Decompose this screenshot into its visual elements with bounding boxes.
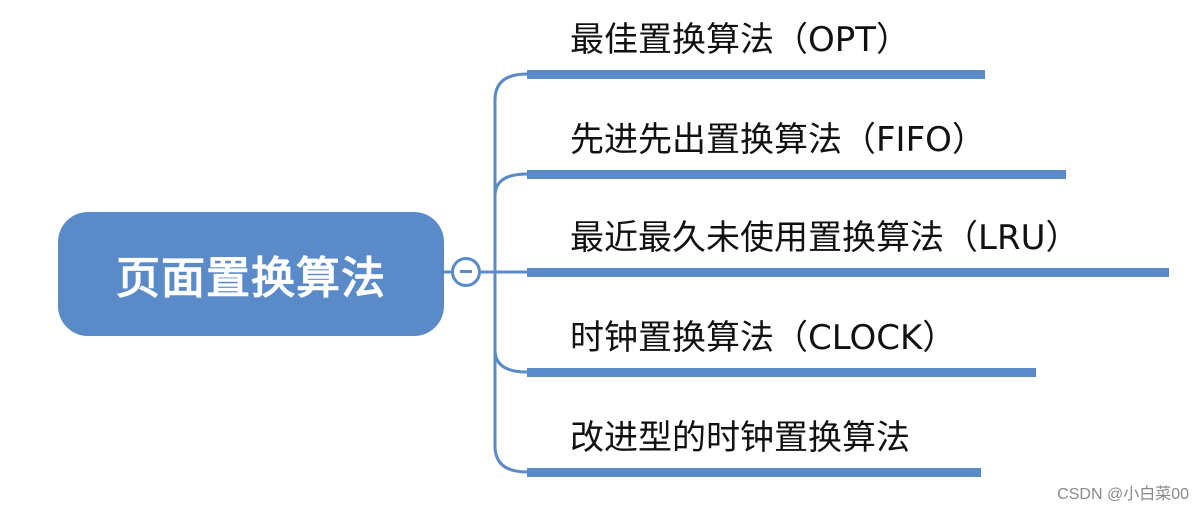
branch-underline-3 bbox=[527, 268, 1169, 277]
branch-underline-5 bbox=[527, 468, 981, 477]
branch-connector-4 bbox=[493, 349, 528, 374]
branch-underline-4 bbox=[527, 368, 1036, 377]
branch-label-opt[interactable]: 最佳置换算法（OPT） bbox=[570, 20, 911, 60]
branch-label-lru[interactable]: 最近最久未使用置换算法（LRU） bbox=[570, 218, 1080, 258]
trunk-line bbox=[493, 72, 528, 474]
branch-label-fifo[interactable]: 先进先出置换算法（FIFO） bbox=[570, 120, 986, 160]
branch-underline-2 bbox=[527, 170, 1066, 179]
branch-label-clock[interactable]: 时钟置换算法（CLOCK） bbox=[570, 318, 957, 358]
collapse-minus-icon[interactable] bbox=[451, 257, 481, 287]
root-node[interactable]: 页面置换算法 bbox=[58, 212, 444, 336]
branch-connector-2 bbox=[493, 172, 528, 197]
watermark: CSDN @小白菜00 bbox=[1057, 486, 1189, 503]
branch-label-improved-clock[interactable]: 改进型的时钟置换算法 bbox=[570, 418, 910, 458]
branch-underline-1 bbox=[527, 70, 985, 79]
root-label: 页面置换算法 bbox=[116, 253, 386, 304]
